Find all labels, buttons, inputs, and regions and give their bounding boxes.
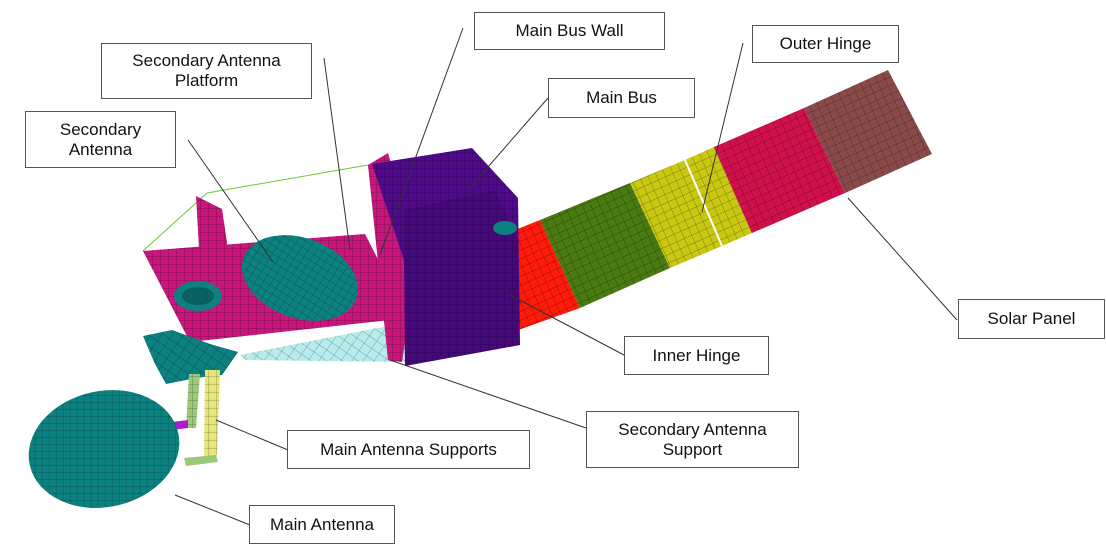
- leader-inner-hinge: [509, 294, 625, 356]
- secondary-antenna-support-label: Secondary Antenna Support: [586, 411, 799, 468]
- inner-hinge-label: Inner Hinge: [624, 336, 769, 375]
- solar-panel-label: Solar Panel: [958, 299, 1105, 339]
- secondary-antenna-dish: [174, 235, 359, 321]
- leader-secondary-antenna-support: [389, 359, 587, 429]
- secondary-antenna-support-shape: [240, 322, 408, 362]
- leader-lines: [174, 27, 958, 526]
- outer-hinge-label: Outer Hinge: [752, 25, 899, 63]
- leader-main-bus: [467, 97, 549, 191]
- main-bus-label: Main Bus: [548, 78, 695, 118]
- leader-secondary-antenna: [187, 139, 274, 263]
- main-bus-shape: [372, 148, 520, 366]
- secondary-antenna-platform-label: Secondary Antenna Platform: [101, 43, 312, 99]
- main-antenna-supports-shape: [143, 330, 238, 466]
- main-antenna-label: Main Antenna: [249, 505, 395, 544]
- leader-main-bus-wall: [379, 27, 464, 256]
- outer-hinge-line: [684, 159, 723, 247]
- main-bus-wall-label: Main Bus Wall: [474, 12, 665, 50]
- leader-outer-hinge: [701, 42, 744, 213]
- leader-secondary-antenna-platform: [323, 57, 351, 251]
- leader-solar-panel: [847, 197, 958, 321]
- solar-panel-shape: [507, 70, 932, 334]
- leader-main-antenna-supports: [215, 419, 289, 451]
- leader-main-antenna: [174, 494, 251, 526]
- main-antenna-dish: [28, 390, 180, 508]
- secondary-antenna-label: Secondary Antenna: [25, 111, 176, 168]
- main-antenna-supports-label: Main Antenna Supports: [287, 430, 530, 469]
